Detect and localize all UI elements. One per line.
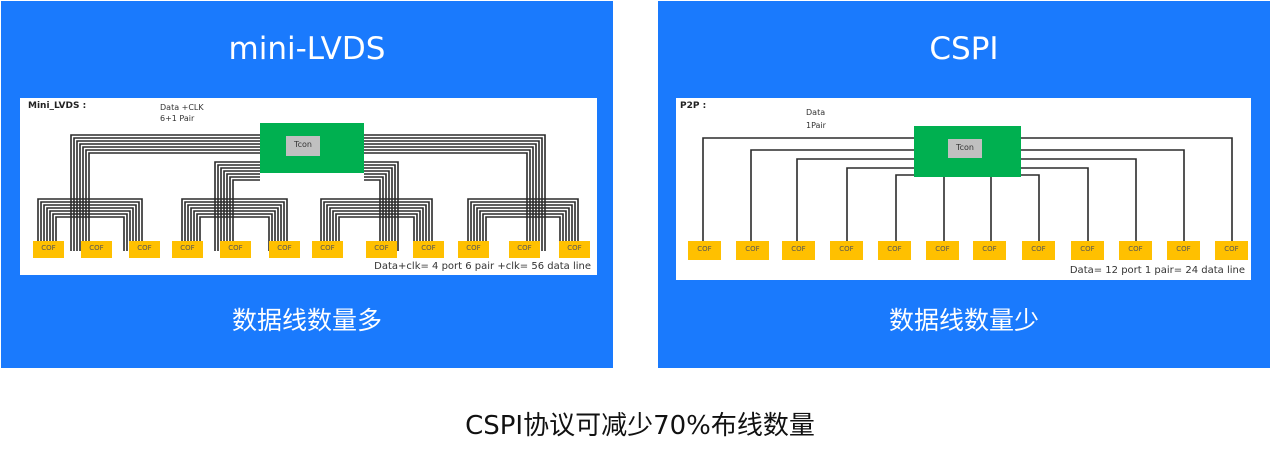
wire-note-line1: Data: [806, 108, 826, 117]
cof-label: COF: [982, 245, 997, 253]
cspi-panel: CSPI: [658, 1, 1270, 368]
mini-lvds-diagram: Mini_LVDS : Data +CLK 6+1 Pair Tcon COF …: [20, 98, 597, 275]
cspi-diagram: P2P : Data 1Pair Tcon COF COF COF COF CO…: [676, 98, 1251, 280]
cof-row: [688, 241, 1248, 260]
cof-label: COF: [839, 245, 854, 253]
cof-label: COF: [697, 245, 712, 253]
cof-label: COF: [1080, 245, 1095, 253]
cof-label: COF: [89, 244, 104, 252]
mini-lvds-summary: Data+clk= 4 port 6 pair +clk= 56 data li…: [374, 261, 591, 272]
subgroup-1-bus: [37, 198, 143, 251]
cof-label: COF: [374, 244, 389, 252]
wire-note-line2: 6+1 Pair: [160, 114, 195, 123]
cof-label: COF: [137, 244, 152, 252]
mini-lvds-panel: mini-LVDS: [1, 1, 613, 368]
subgroup-2-bus: [181, 198, 288, 251]
cof-label: COF: [421, 244, 436, 252]
cof-label: COF: [320, 244, 335, 252]
cof-label: COF: [517, 244, 532, 252]
cspi-summary: Data= 12 port 1 pair= 24 data line: [1069, 265, 1245, 276]
p2p-label: P2P :: [680, 101, 707, 111]
mini-lvds-wiring-diagram: [33, 123, 590, 258]
cof-label: COF: [228, 244, 243, 252]
mini-lvds-caption: 数据线数量多: [231, 306, 382, 335]
bundle-tcon-to-port3: [364, 161, 399, 251]
wire-note-line2: 1Pair: [806, 121, 826, 130]
cof-label: COF: [1224, 245, 1239, 253]
cof-label: COF: [41, 244, 56, 252]
footer-conclusion: CSPI协议可减少70%布线数量: [465, 411, 815, 441]
wire-note-line1: Data +CLK: [160, 103, 204, 112]
cof-label: COF: [277, 244, 292, 252]
cof-label: COF: [1176, 245, 1191, 253]
cof-label: COF: [567, 244, 582, 252]
cof-label: COF: [180, 244, 195, 252]
cof-label: COF: [466, 244, 481, 252]
mini-lvds-label: Mini_LVDS :: [28, 101, 87, 111]
cof-row: [33, 241, 590, 258]
bundle-tcon-to-port2: [214, 161, 260, 251]
cof-label: COF: [935, 245, 950, 253]
cspi-caption: 数据线数量少: [888, 306, 1039, 335]
subgroup-4-bus: [467, 198, 579, 251]
tcon-label: Tcon: [294, 140, 312, 149]
cof-label: COF: [1128, 245, 1143, 253]
subgroup-3-bus: [320, 198, 433, 251]
mini-lvds-title: mini-LVDS: [228, 31, 386, 67]
bundle-tcon-to-port4: [364, 134, 546, 251]
tcon-label: Tcon: [956, 143, 974, 152]
cof-label: COF: [745, 245, 760, 253]
bundle-tcon-to-port1: [70, 134, 260, 251]
cof-label: COF: [791, 245, 806, 253]
cof-label: COF: [1031, 245, 1046, 253]
cof-label: COF: [887, 245, 902, 253]
cspi-wiring-diagram: [688, 126, 1248, 260]
cspi-title: CSPI: [929, 31, 999, 67]
